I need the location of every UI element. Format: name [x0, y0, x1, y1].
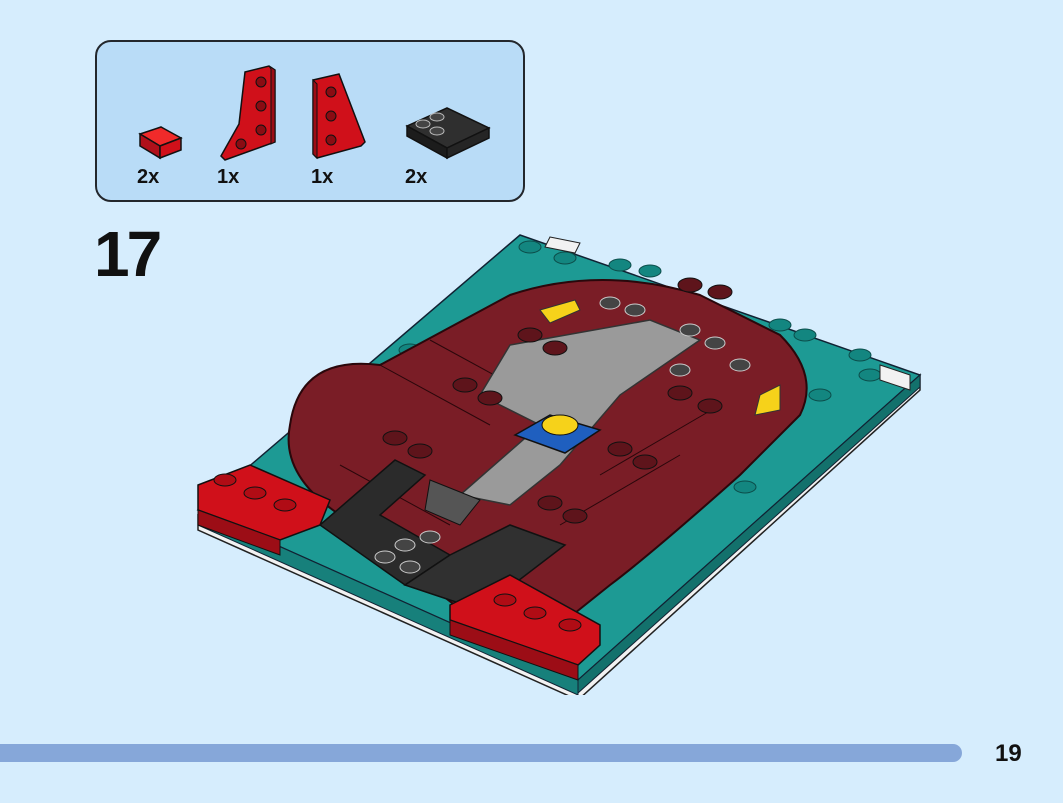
black-plate-icon: [405, 107, 491, 160]
lego-model-image: [196, 234, 922, 701]
part-qty: 2x: [137, 166, 160, 188]
part-qty: 1x: [217, 166, 240, 188]
part-qty: 2x: [405, 166, 428, 188]
page-number: 19: [995, 740, 1022, 767]
red-wedge-plate-right-icon: [312, 73, 366, 160]
model-illustration: [180, 225, 940, 701]
progress-bar: [0, 744, 962, 762]
red-wedge-plate-left-icon: [220, 65, 276, 161]
part-qty: 1x: [311, 166, 334, 188]
step-number: 17: [94, 218, 162, 290]
parts-list-callout: 2x 1x 1x 2x: [95, 40, 525, 202]
red-tile-icon: [138, 126, 183, 160]
